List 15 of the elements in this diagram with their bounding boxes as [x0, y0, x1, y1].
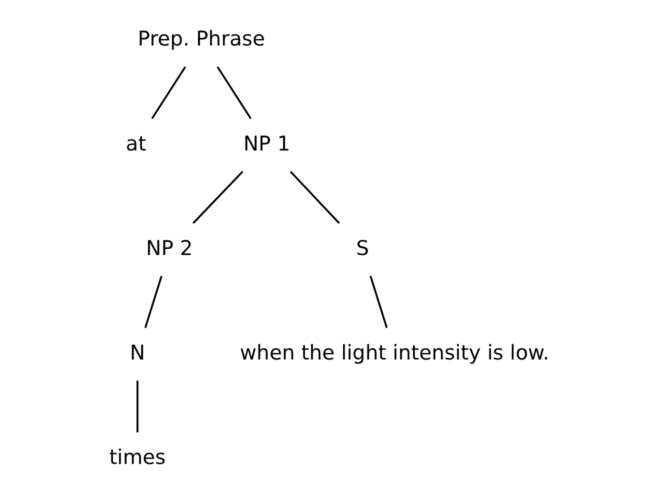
connector: [289, 170, 340, 224]
connector: [150, 66, 186, 120]
node-text: S: [356, 236, 369, 260]
connector: [216, 66, 252, 120]
node-text: NP 1: [242, 131, 290, 156]
connector: [369, 276, 388, 328]
node-text: times: [108, 445, 166, 470]
connector: [192, 170, 243, 224]
node-text: when the light intensity is low.: [239, 340, 549, 364]
connector: [144, 276, 162, 328]
connector: [136, 380, 138, 432]
node-text: N: [129, 340, 145, 364]
node-text: Prep. Phrase: [137, 26, 264, 51]
node-text: NP 2: [146, 236, 192, 260]
node-text: at: [125, 131, 146, 156]
